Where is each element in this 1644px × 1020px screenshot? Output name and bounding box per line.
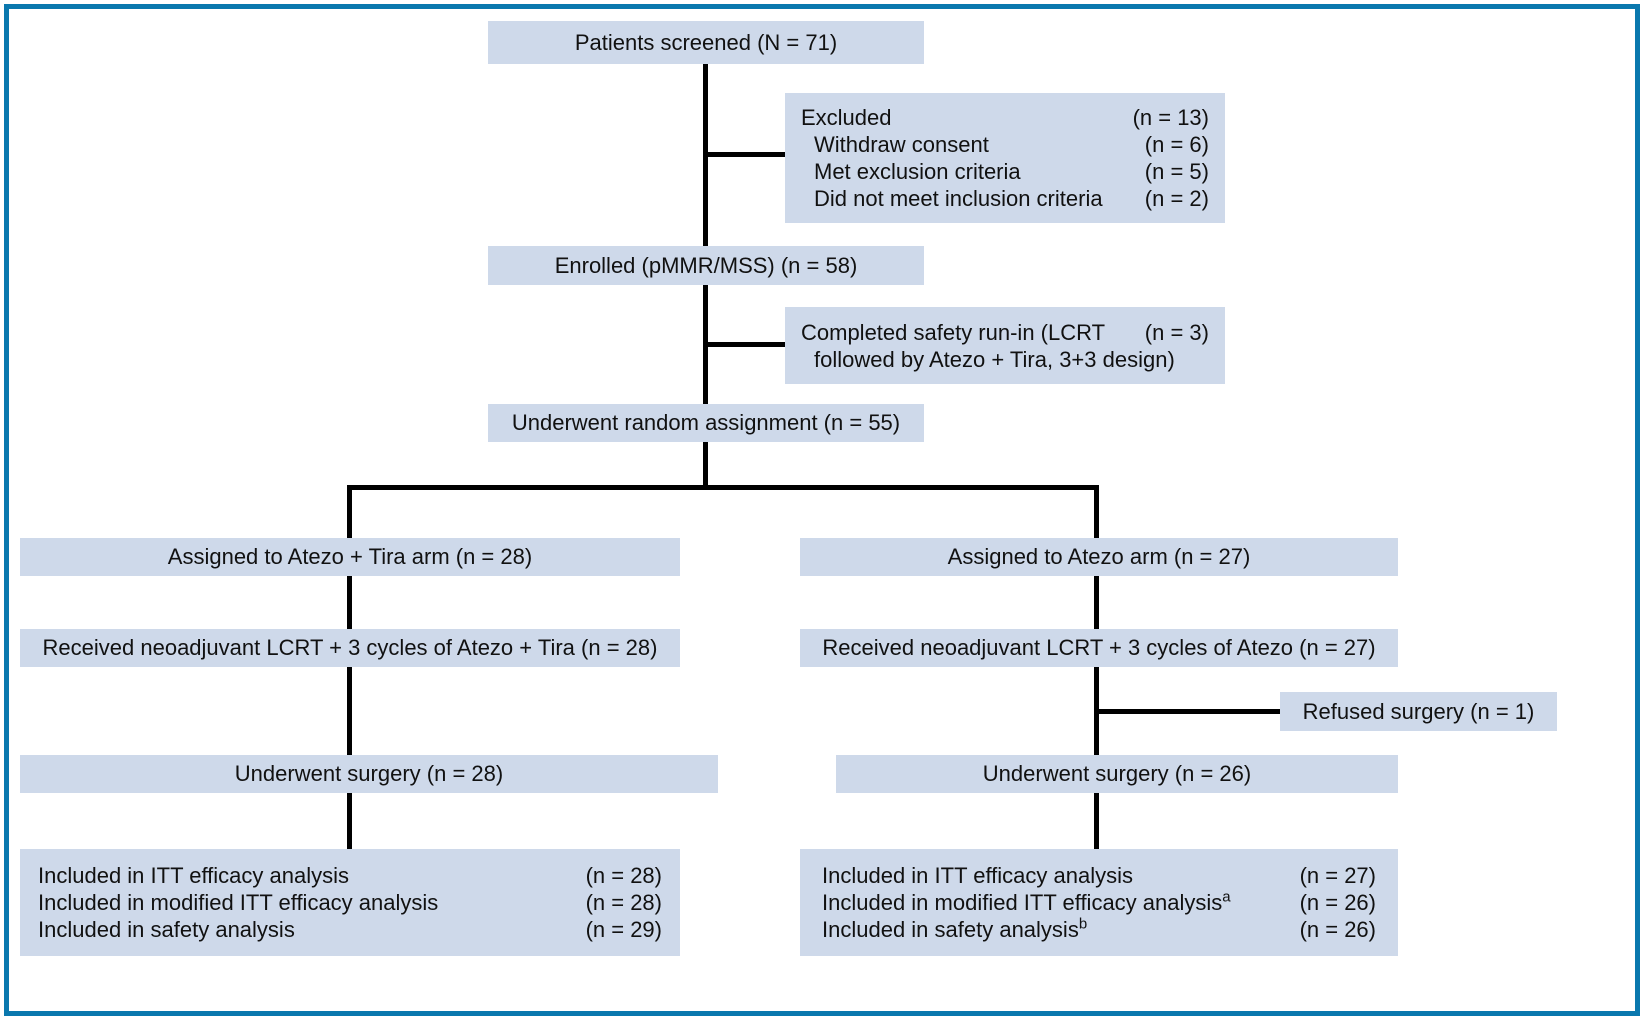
excluded-row-n: (n = 2) <box>1144 186 1209 211</box>
analysis-row: Included in modified ITT efficacy analys… <box>822 889 1376 916</box>
safety-run-in-text: Completed safety run-in (LCRT <box>801 319 1106 345</box>
analysis-row: Included in safety analysisb (n = 26) <box>822 916 1376 943</box>
excluded-row-n: (n = 5) <box>1144 159 1209 184</box>
connector-line <box>347 667 352 755</box>
connector-line <box>703 342 785 347</box>
analysis-row-n: (n = 27) <box>1299 863 1376 888</box>
excluded-row-label: Excluded <box>801 105 892 130</box>
excluded-row: Excluded (n = 13) <box>801 104 1209 131</box>
analysis-row-label: Included in safety analysis <box>38 917 295 942</box>
box-refused-surgery: Refused surgery (n = 1) <box>1280 692 1557 731</box>
box-excluded: Excluded (n = 13) Withdraw consent (n = … <box>785 93 1225 223</box>
box-underwent-surgery-left: Underwent surgery (n = 28) <box>20 755 718 793</box>
connector-line <box>347 793 352 849</box>
safety-run-in-n: (n = 3) <box>1144 319 1209 345</box>
analysis-row-label: Included in modified ITT efficacy analys… <box>822 890 1223 915</box>
safety-run-in-line1: Completed safety run-in (LCRT (n = 3) <box>801 319 1209 346</box>
analysis-row-label: Included in modified ITT efficacy analys… <box>38 890 439 915</box>
analysis-row: Included in modified ITT efficacy analys… <box>38 889 662 916</box>
box-assigned-atezo-arm: Assigned to Atezo arm (n = 27) <box>800 538 1398 576</box>
analysis-row-label: Included in safety analysis <box>822 917 1079 942</box>
connector-line <box>347 576 352 629</box>
box-enrolled: Enrolled (pMMR/MSS) (n = 58) <box>488 246 924 285</box>
analysis-row-n: (n = 28) <box>585 890 662 915</box>
box-received-lcrt-atezo-tira: Received neoadjuvant LCRT + 3 cycles of … <box>20 629 680 667</box>
box-label: Underwent random assignment (n = 55) <box>511 410 901 435</box>
analysis-row-label: Included in ITT efficacy analysis <box>822 863 1134 888</box>
box-label: Patients screened (N = 71) <box>574 29 838 55</box>
excluded-row-label: Withdraw consent <box>814 132 989 157</box>
box-label: Underwent surgery (n = 26) <box>982 761 1252 786</box>
analysis-row-n: (n = 29) <box>585 917 662 942</box>
connector-line <box>347 485 352 538</box>
box-assigned-atezo-tira-arm: Assigned to Atezo + Tira arm (n = 28) <box>20 538 680 576</box>
box-analysis-right: Included in ITT efficacy analysis (n = 2… <box>800 849 1398 956</box>
excluded-row-label: Met exclusion criteria <box>814 159 1021 184</box>
connector-line <box>347 485 1099 490</box>
box-underwent-surgery-right: Underwent surgery (n = 26) <box>836 755 1398 793</box>
box-received-lcrt-atezo: Received neoadjuvant LCRT + 3 cycles of … <box>800 629 1398 667</box>
box-label: Received neoadjuvant LCRT + 3 cycles of … <box>822 635 1376 660</box>
connector-line <box>1094 576 1099 629</box>
analysis-row-n: (n = 28) <box>585 863 662 888</box>
excluded-row: Withdraw consent (n = 6) <box>801 131 1209 158</box>
box-label: Enrolled (pMMR/MSS) (n = 58) <box>554 252 858 278</box>
analysis-row-n: (n = 26) <box>1299 890 1376 915</box>
box-random-assignment: Underwent random assignment (n = 55) <box>488 404 924 442</box>
box-safety-run-in: Completed safety run-in (LCRT (n = 3) fo… <box>785 307 1225 384</box>
analysis-row: Included in ITT efficacy analysis (n = 2… <box>38 862 662 889</box>
box-label: Assigned to Atezo arm (n = 27) <box>947 544 1251 569</box>
box-patients-screened: Patients screened (N = 71) <box>488 21 924 64</box>
box-label: Received neoadjuvant LCRT + 3 cycles of … <box>42 635 658 660</box>
box-label: Refused surgery (n = 1) <box>1302 698 1535 724</box>
analysis-row: Included in ITT efficacy analysis (n = 2… <box>822 862 1376 889</box>
connector-line <box>1094 485 1099 538</box>
excluded-row: Did not meet inclusion criteria (n = 2) <box>801 185 1209 212</box>
excluded-row: Met exclusion criteria (n = 5) <box>801 158 1209 185</box>
safety-run-in-text: followed by Atezo + Tira, 3+3 design) <box>814 346 1175 372</box>
analysis-row-n: (n = 26) <box>1299 917 1376 942</box>
connector-line <box>703 442 708 490</box>
excluded-row-n: (n = 6) <box>1144 132 1209 157</box>
connector-line <box>1094 793 1099 849</box>
safety-run-in-line2: followed by Atezo + Tira, 3+3 design) <box>801 346 1209 373</box>
box-analysis-left: Included in ITT efficacy analysis (n = 2… <box>20 849 680 956</box>
footnote-marker: b <box>1078 915 1088 933</box>
connector-line <box>703 152 785 157</box>
footnote-marker: a <box>1222 888 1231 906</box>
analysis-row-label: Included in ITT efficacy analysis <box>38 863 350 888</box>
box-label: Underwent surgery (n = 28) <box>234 761 504 786</box>
connector-line <box>1094 709 1280 714</box>
analysis-row: Included in safety analysis (n = 29) <box>38 916 662 943</box>
box-label: Assigned to Atezo + Tira arm (n = 28) <box>167 544 533 569</box>
excluded-row-n: (n = 13) <box>1132 105 1209 130</box>
excluded-row-label: Did not meet inclusion criteria <box>814 186 1103 211</box>
